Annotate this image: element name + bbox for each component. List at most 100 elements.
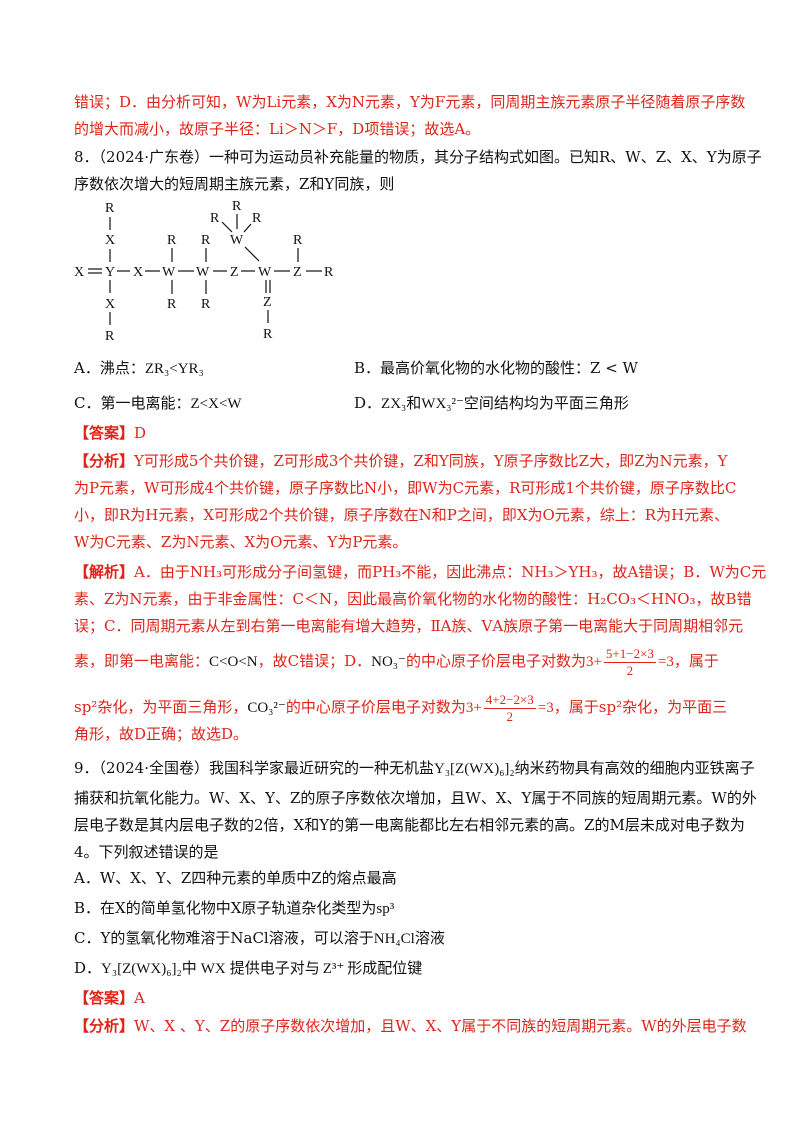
atom-R: R (232, 199, 242, 214)
q8-option-a[interactable]: A．沸点：ZR₃<YR₃ (74, 358, 204, 379)
q8-jiexi-line-2: 素、Z为N元素，由于非金属性：C＜N，因此最高价氧化物的水化物的酸性：H₂CO₃… (74, 590, 752, 608)
q8-jiexi-line-1: 【解析】A．由于NH₃可形成分子间氢键，而PH₃不能，因此沸点：NH₃＞YH₃，… (74, 562, 766, 582)
analysis-tag: 【分析】 (74, 452, 135, 470)
option-d-ion: Z³⁺ (322, 961, 345, 977)
jiexi-text: ，故C错误；D． (257, 651, 372, 670)
option-d-label: D． (354, 394, 382, 412)
atom-Z: Z (263, 295, 272, 310)
option-c-text: C．Y的氢氧化物难溶于NaCl溶液，可以溶于 (74, 929, 374, 947)
atom-Y: Y (105, 265, 115, 280)
atom-X: X (105, 233, 115, 248)
atom-W: W (230, 233, 244, 248)
option-c-formula: Z<X<W (190, 396, 242, 412)
fraction-post: =3 (657, 653, 674, 670)
atom-R: R (252, 211, 262, 226)
nitrate-formula: NO₃⁻ (371, 653, 406, 670)
atom-R: R (201, 297, 211, 312)
ionization-order: C<O<N (209, 653, 258, 670)
atom-Z: Z (230, 265, 239, 280)
fraction-pre: 3+ (465, 699, 482, 716)
jiexi-text: ，属于sp²杂化，为平面三 (553, 697, 728, 716)
q9-answer: 【答案】A (74, 988, 145, 1008)
q9-stem-line-2: 捕获和抗氧化能力。W、X、Y、Z的原子序数依次增加，且W、X、Y属于不同族的短周… (74, 789, 757, 807)
atom-R: R (167, 297, 177, 312)
molecule-structure: R X X Y X R X W R R W R R Z W W R R R Z … (74, 199, 334, 344)
atom-R: R (263, 327, 273, 342)
jiexi-tag: 【解析】 (74, 563, 135, 581)
option-a-label: A．沸点： (74, 359, 145, 377)
q9-analysis-line-1: 【分析】W、X 、Y、Z的原子序数依次增加，且W、X、Y属于不同族的短周期元素。… (74, 1016, 747, 1036)
atom-R: R (324, 265, 334, 280)
atom-R: R (105, 329, 115, 344)
q8-analysis-line-4: W为C元素、Z为N元素、X为O元素、Y为P元素。 (74, 533, 408, 551)
option-b-formula: sp³ (376, 901, 395, 917)
q8-option-c[interactable]: C．第一电离能：Z<X<W (74, 393, 242, 414)
fraction-post: =3 (537, 699, 554, 716)
answer-value: A (134, 989, 145, 1007)
jiexi-text: A．由于NH₃可形成分子间氢键，而PH₃不能，因此沸点：NH₃＞YH₃，故A错误… (134, 563, 767, 581)
atom-R: R (210, 211, 220, 226)
fraction-pre: 3+ (585, 653, 602, 670)
option-d-tail: 提供电子对与 (229, 959, 320, 977)
analysis-text: Y可形成5个共价键，Z可形成3个共价键，Z和Y同族，Y原子序数比Z大，即Z为N元… (134, 452, 728, 470)
atom-X: X (105, 297, 115, 312)
atom-R: R (201, 233, 211, 248)
option-d-ligand: WX (200, 961, 226, 977)
fraction-numerator: 4+2−2×3 (483, 692, 536, 709)
q9-stem-text: 纳米药物具有高效的细胞内亚铁离子 (514, 759, 755, 777)
analysis-tag: 【分析】 (74, 1017, 135, 1035)
option-d-tail: 空间结构均为平面三角形 (463, 394, 629, 412)
atom-W: W (196, 265, 210, 280)
carbonate-formula: CO₃²⁻ (247, 699, 286, 716)
q8-jiexi-line-6: 角形，故D正确；故选D。 (74, 725, 249, 743)
q9-stem-line-3: 层电子数是其内层电子数的2倍，X和Y的第一电离能都比左右相邻元素的高。Z的M层未… (74, 816, 745, 834)
q9-option-a[interactable]: A．W、X、Y、Z四种元素的单质中Z的熔点最高 (74, 869, 397, 887)
option-c-label: C．第一电离能： (74, 394, 191, 412)
atom-W: W (162, 265, 176, 280)
jiexi-text: sp²杂化，为平面三角形， (74, 697, 248, 716)
q8-jiexi-line-4: 素，即第一电离能：C<O<N，故C错误；D．NO₃⁻的中心原子价层电子对数为3+… (74, 646, 719, 679)
jiexi-text: ，属于 (673, 651, 719, 670)
q8-option-d[interactable]: D．ZX₃和WX₃²⁻空间结构均为平面三角形 (354, 393, 629, 414)
atom-X: X (133, 265, 143, 280)
option-b-text: B．在X的简单氢化物中X原子轨道杂化类型为 (74, 899, 377, 917)
option-d-formula-2: WX₃²⁻ (421, 396, 464, 412)
option-d-and: 和 (406, 394, 422, 412)
atom-R: R (105, 201, 115, 216)
jiexi-text: 的中心原子价层电子对数为 (285, 697, 466, 716)
fraction-numerator: 5+1−2×3 (603, 646, 656, 663)
q8-analysis-line-3: 小，即R为H元素，X可形成2个共价键，原子序数在N和P之间，即X为O元素，综上：… (74, 506, 730, 524)
q9-stem-text: 9．（2024·全国卷）我国科学家最近研究的一种无机盐 (74, 759, 434, 777)
q9-option-c[interactable]: C．Y的氢氧化物难溶于NaCl溶液，可以溶于NH₄Cl溶液 (74, 928, 445, 949)
q9-formula: Y₃[Z(WX)₆]₂ (434, 761, 515, 777)
prev-line-1: 错误；D．由分析可知，W为Li元素，X为N元素，Y为F元素，同周期主族元素原子半… (74, 93, 746, 111)
option-a-formula: ZR₃<YR₃ (144, 361, 204, 377)
q9-stem-line-4: 4。下列叙述错误的是 (74, 843, 219, 861)
q9-stem-line-1: 9．（2024·全国卷）我国科学家最近研究的一种无机盐Y₃[Z(WX)₆]₂纳米… (74, 758, 755, 779)
prev-line-2: 的增大而减小，故原子半径：Li＞N＞F，D项错误；故选A。 (74, 120, 481, 138)
q8-analysis-line-1: 【分析】Y可形成5个共价键，Z可形成3个共价键，Z和Y同族，Y原子序数比Z大，即… (74, 451, 728, 471)
option-d-mid: 中 (181, 959, 197, 977)
answer-tag: 【答案】 (74, 989, 135, 1007)
q8-stem-line-2: 序数依次增大的短周期主族元素，Z和Y同族，则 (74, 175, 395, 193)
q9-option-b[interactable]: B．在X的简单氢化物中X原子轨道杂化类型为sp³ (74, 898, 394, 919)
q8-option-b[interactable]: B．最高价氧化物的水化物的酸性：Z < W (354, 359, 638, 377)
option-c-formula: NH₄Cl (373, 931, 415, 947)
fraction-denominator: 2 (626, 663, 634, 678)
analysis-text: W、X 、Y、Z的原子序数依次增加，且W、X、Y属于不同族的短周期元素。W的外层… (134, 1017, 747, 1035)
q8-analysis-line-2: 为P元素，W可形成4个共价键，原子序数比N小，即W为C元素，R可形成1个共价键，… (74, 479, 737, 497)
option-d-formula: Y₃[Z(WX)₆]₂ (101, 961, 182, 977)
jiexi-text: 素，即第一电离能： (74, 651, 210, 670)
answer-value: D (134, 424, 147, 442)
option-d-tail: 形成配位键 (347, 959, 423, 977)
jiexi-text: 的中心原子价层电子对数为 (405, 651, 586, 670)
atom-Z: Z (293, 265, 302, 280)
q8-answer: 【答案】D (74, 423, 146, 443)
atom-W: W (258, 265, 272, 280)
option-d-formula-1: ZX₃ (381, 396, 407, 412)
atom-R: R (167, 233, 177, 248)
